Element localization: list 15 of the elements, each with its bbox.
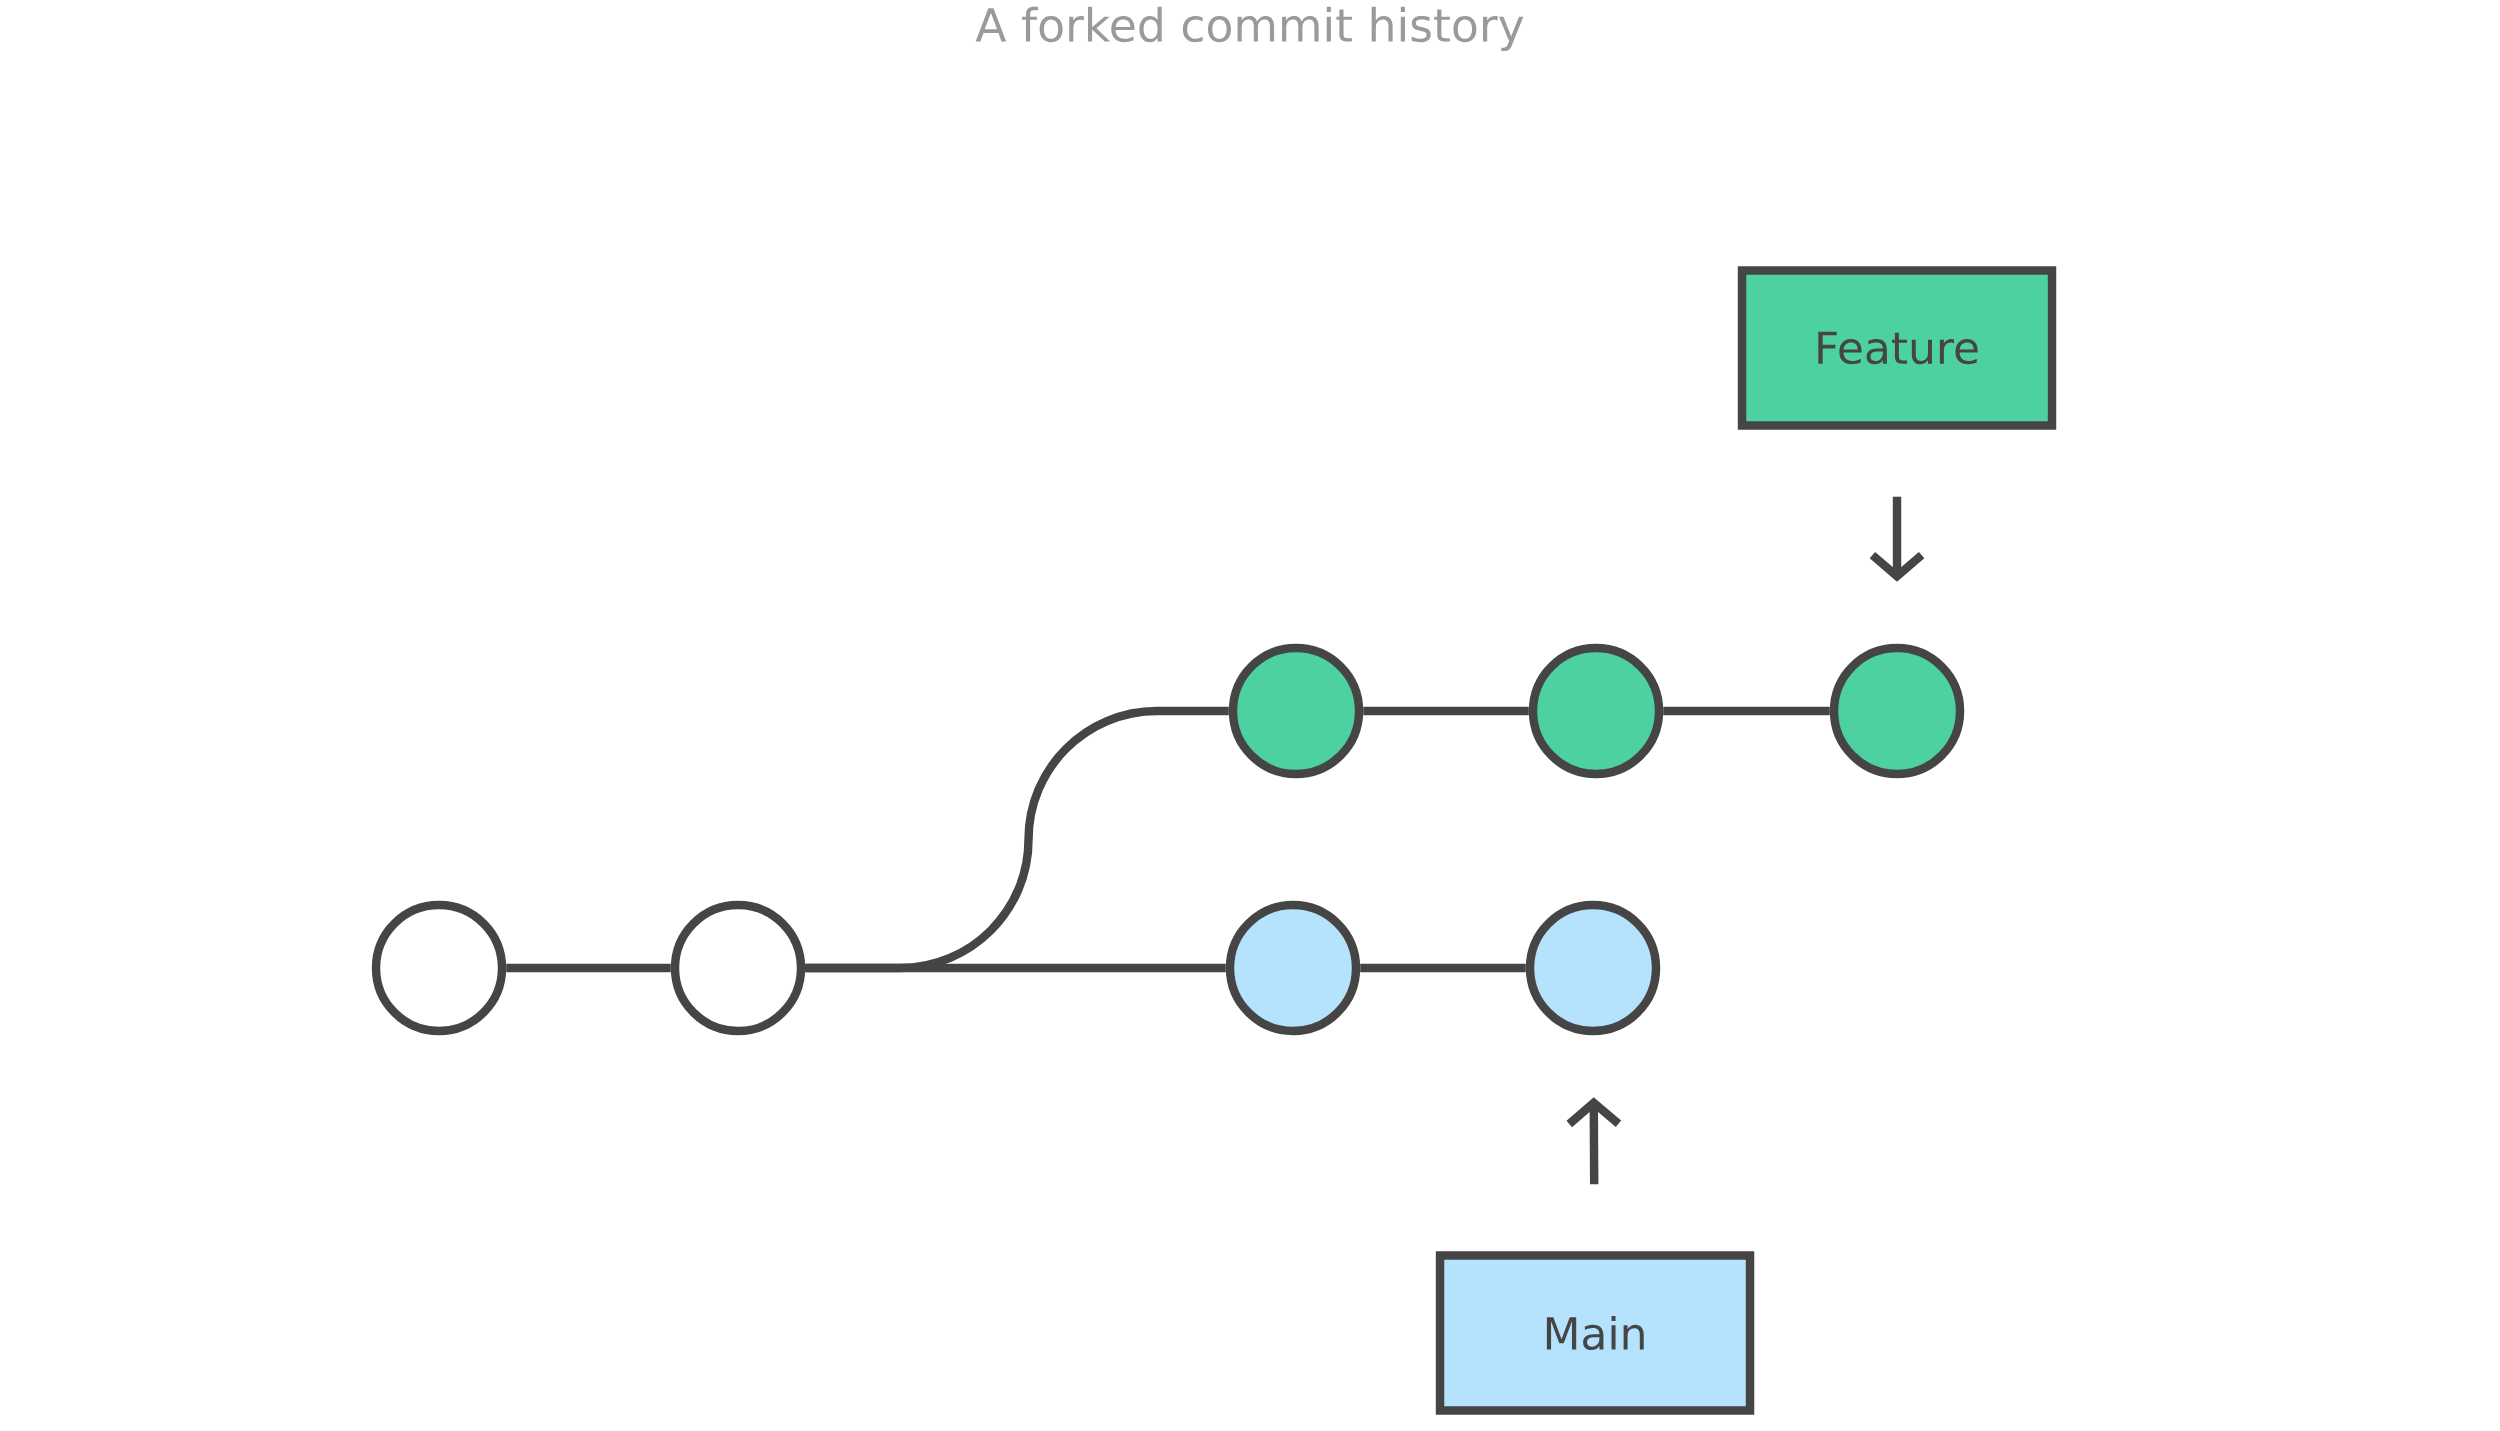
branch-label-box: Feature xyxy=(1737,266,2057,430)
commit-circle xyxy=(1225,900,1361,1036)
commit-line xyxy=(1360,963,1526,973)
commit-circle xyxy=(1525,900,1661,1036)
commit-circle xyxy=(1228,643,1364,779)
commit-circle xyxy=(1829,643,1965,779)
commit-circle xyxy=(670,900,806,1036)
branch-label-box: Main xyxy=(1435,1251,1755,1415)
commit-line xyxy=(805,963,1226,973)
commit-line xyxy=(506,963,671,973)
commit-line xyxy=(1663,706,1830,716)
title: A forked commit history xyxy=(975,6,1524,52)
commit-circle xyxy=(1528,643,1664,779)
commit-line xyxy=(1363,706,1529,716)
commit-circle xyxy=(371,900,507,1036)
